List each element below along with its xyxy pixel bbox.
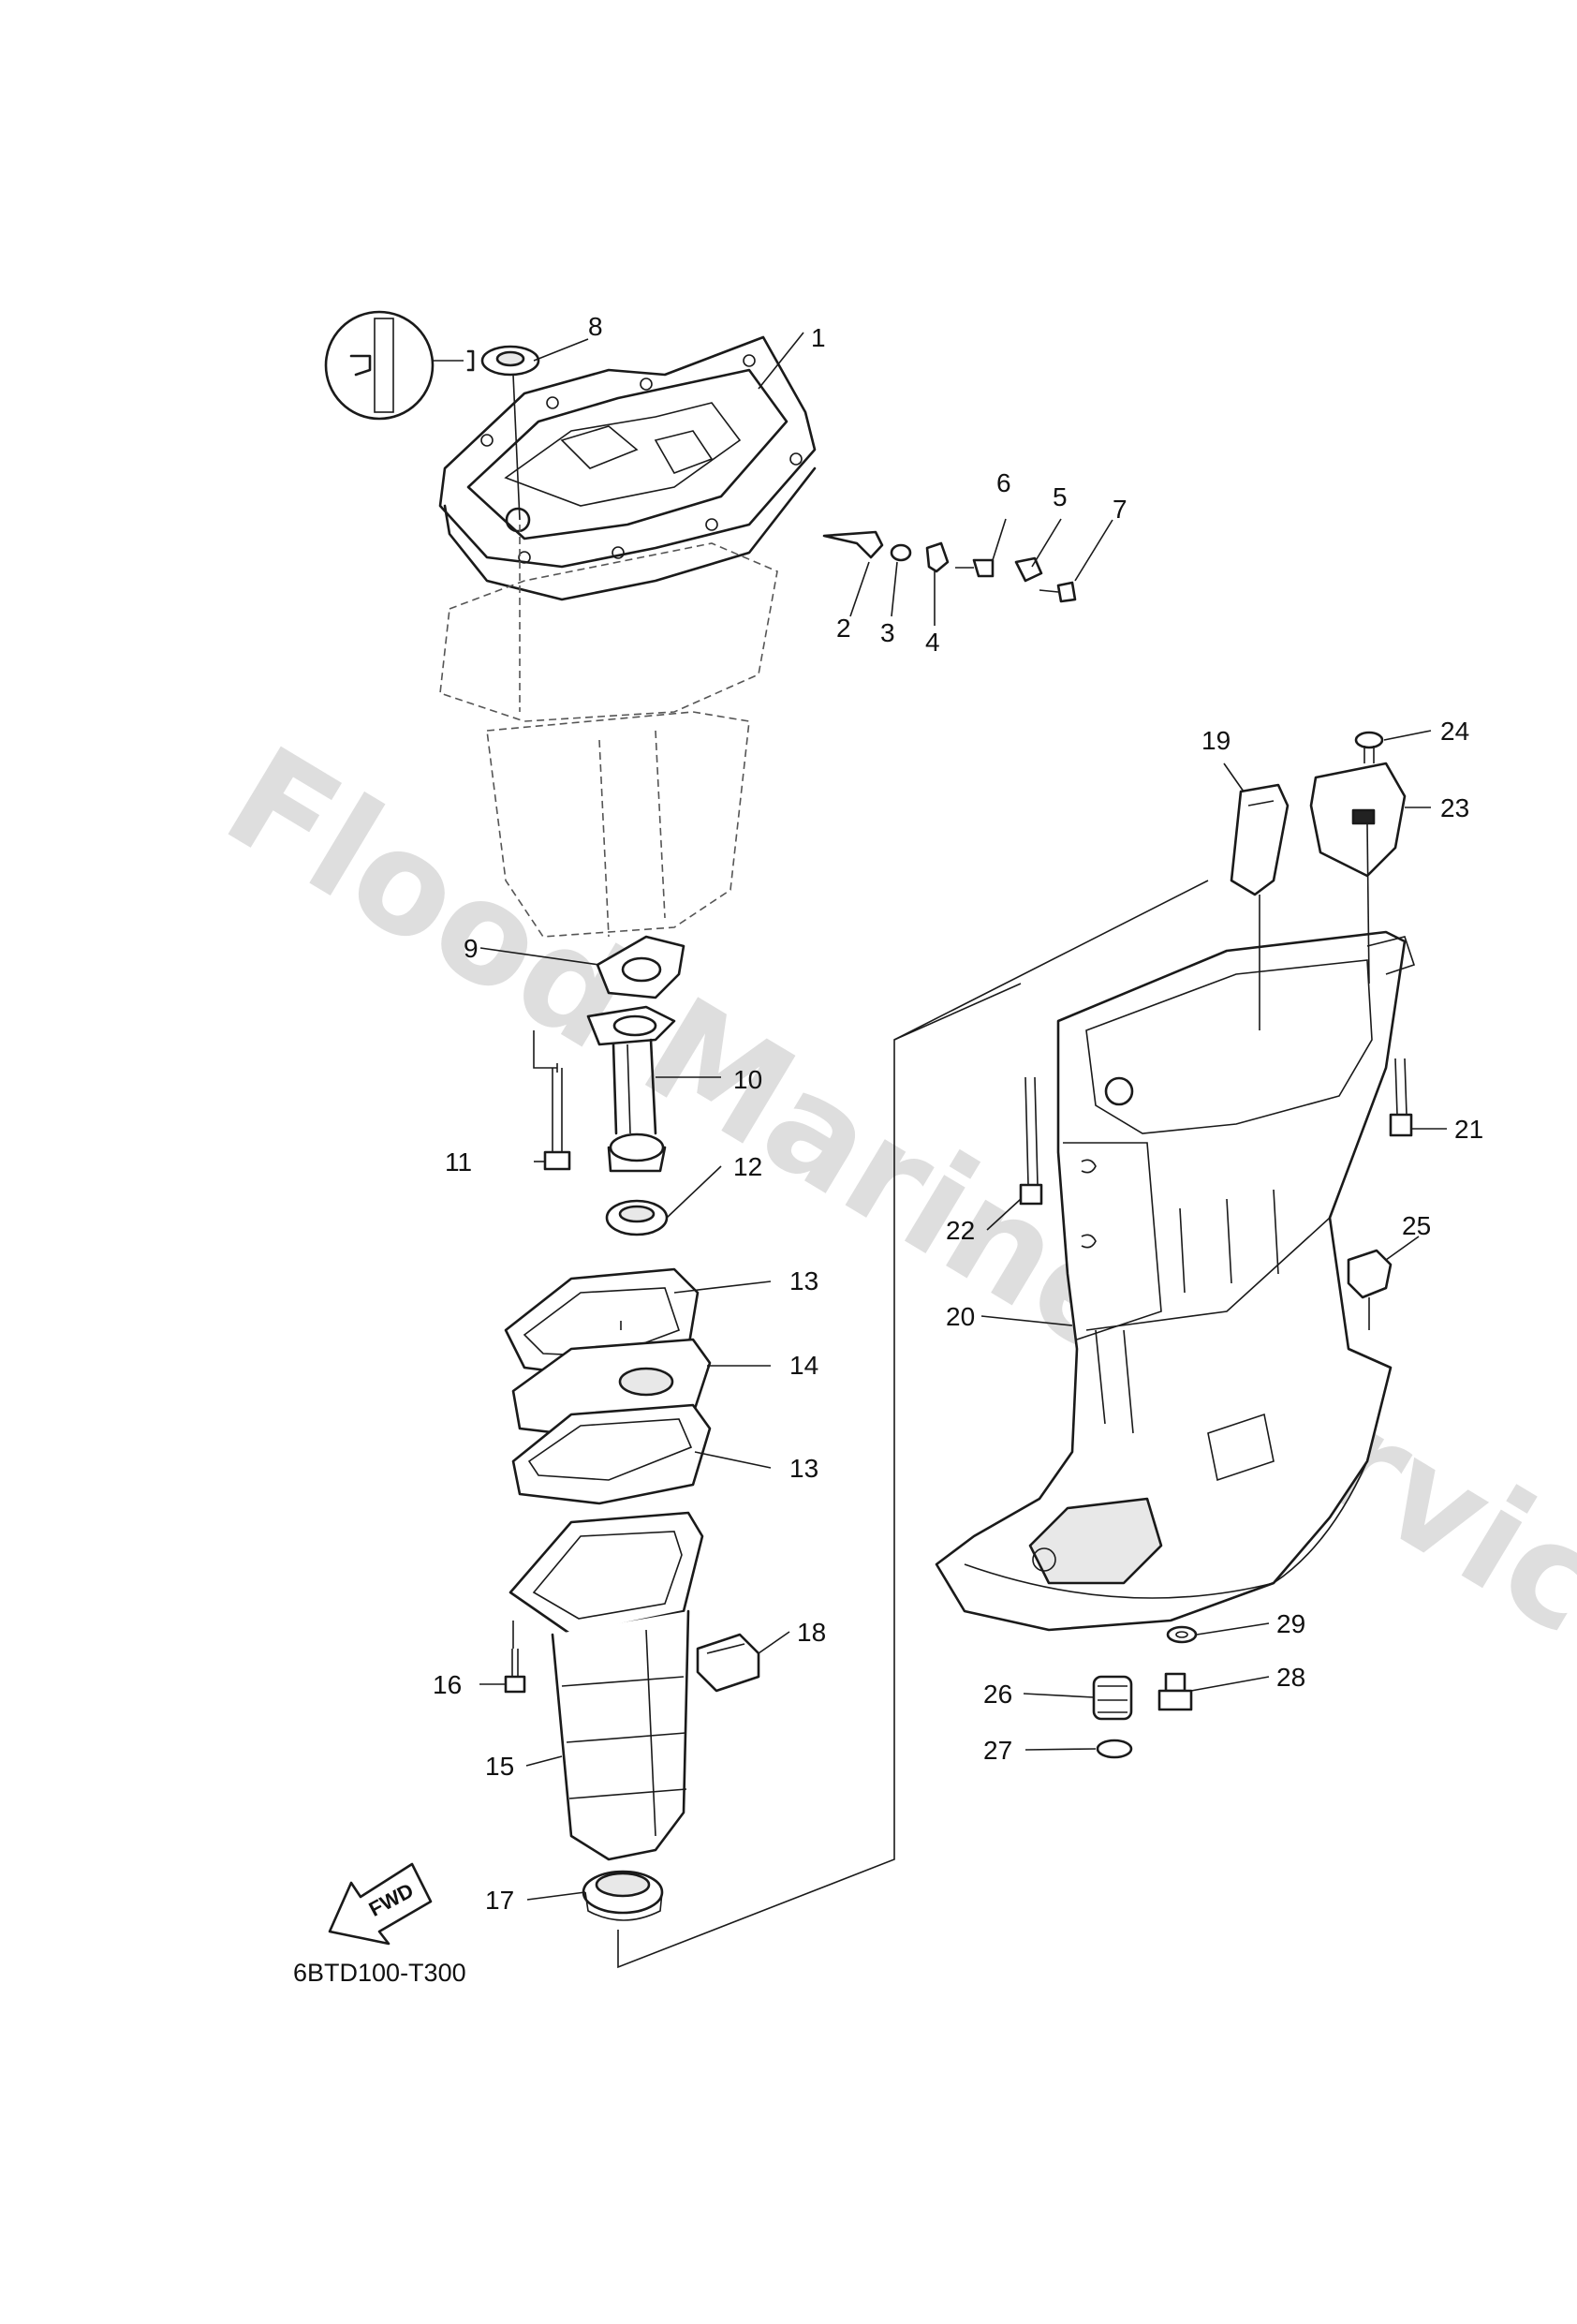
- callout-13-upper: 13: [789, 1266, 818, 1295]
- part-9-gasket: [596, 935, 685, 999]
- part-16-bolt: [504, 1649, 526, 1694]
- part-18-rubber-seal: [696, 1633, 760, 1693]
- parts-2-7-linkage: [822, 530, 1077, 603]
- callout-16: 16: [433, 1670, 462, 1699]
- callout-14: 14: [789, 1351, 818, 1380]
- part-26-anode: [1092, 1675, 1133, 1721]
- callout-7: 7: [1113, 495, 1127, 524]
- callout-18: 18: [797, 1618, 826, 1647]
- callout-3: 3: [880, 618, 895, 647]
- callout-17: 17: [485, 1886, 514, 1915]
- callout-1: 1: [811, 323, 826, 352]
- callout-25: 25: [1402, 1211, 1431, 1240]
- part-21-bolt: [1389, 1058, 1413, 1137]
- part-17-grommet: [582, 1870, 664, 1921]
- callout-9: 9: [464, 934, 479, 963]
- engine-reference-outline: [439, 525, 778, 938]
- callout-28: 28: [1276, 1663, 1305, 1692]
- callout-24: 24: [1440, 717, 1469, 746]
- part-11-bolt: [543, 1063, 571, 1171]
- callout-10: 10: [733, 1065, 762, 1094]
- callout-6: 6: [996, 468, 1011, 497]
- part-13-gasket-lower: [511, 1403, 712, 1505]
- leader-11: [533, 1030, 557, 1069]
- callout-4: 4: [925, 628, 940, 657]
- part-10-guide: [586, 1005, 676, 1173]
- callout-12: 12: [733, 1152, 762, 1181]
- callout-labels: 1 2 3 4 5 6 7 8 9 10 11 12 13 13 14 15 1…: [433, 312, 1483, 1915]
- callout-15: 15: [485, 1752, 514, 1781]
- callout-29: 29: [1276, 1609, 1305, 1638]
- part-1-upper-mount: [438, 335, 817, 601]
- part-12-seal: [605, 1199, 669, 1236]
- part-25-grommet: [1347, 1249, 1393, 1330]
- part-20-lower-casing: [935, 930, 1416, 1632]
- callout-11: 11: [445, 1147, 472, 1177]
- part-23-bracket: [1309, 762, 1407, 984]
- callout-22: 22: [946, 1216, 975, 1245]
- part-19-plate: [1230, 783, 1290, 1030]
- callout-19: 19: [1201, 726, 1231, 755]
- diagram-code: 6BTD100-T300: [293, 1959, 466, 1987]
- callout-2: 2: [836, 614, 851, 643]
- callout-8: 8: [588, 312, 603, 341]
- callout-20: 20: [946, 1302, 975, 1331]
- assembly-bracket-top: [893, 983, 1022, 1041]
- detail-inset: [324, 310, 475, 421]
- callout-21: 21: [1454, 1115, 1483, 1144]
- leader-lines: [479, 332, 1447, 1901]
- part-27-clip: [1096, 1739, 1133, 1759]
- part-22-bolt: [1019, 1076, 1043, 1206]
- callout-23: 23: [1440, 793, 1469, 822]
- assembly-bracket: [617, 880, 1209, 1969]
- fwd-arrow: FWD: [328, 1862, 433, 1946]
- part-28-plug: [1157, 1672, 1193, 1711]
- callout-26: 26: [983, 1680, 1012, 1709]
- part-8-seal: [480, 345, 540, 521]
- part-24-bolt: [1354, 731, 1384, 763]
- callout-13-lower: 13: [789, 1454, 818, 1483]
- part-29-washer: [1166, 1625, 1198, 1644]
- callout-27: 27: [983, 1736, 1012, 1765]
- callout-5: 5: [1053, 482, 1068, 511]
- part-15-exhaust-guide: [508, 1511, 704, 1861]
